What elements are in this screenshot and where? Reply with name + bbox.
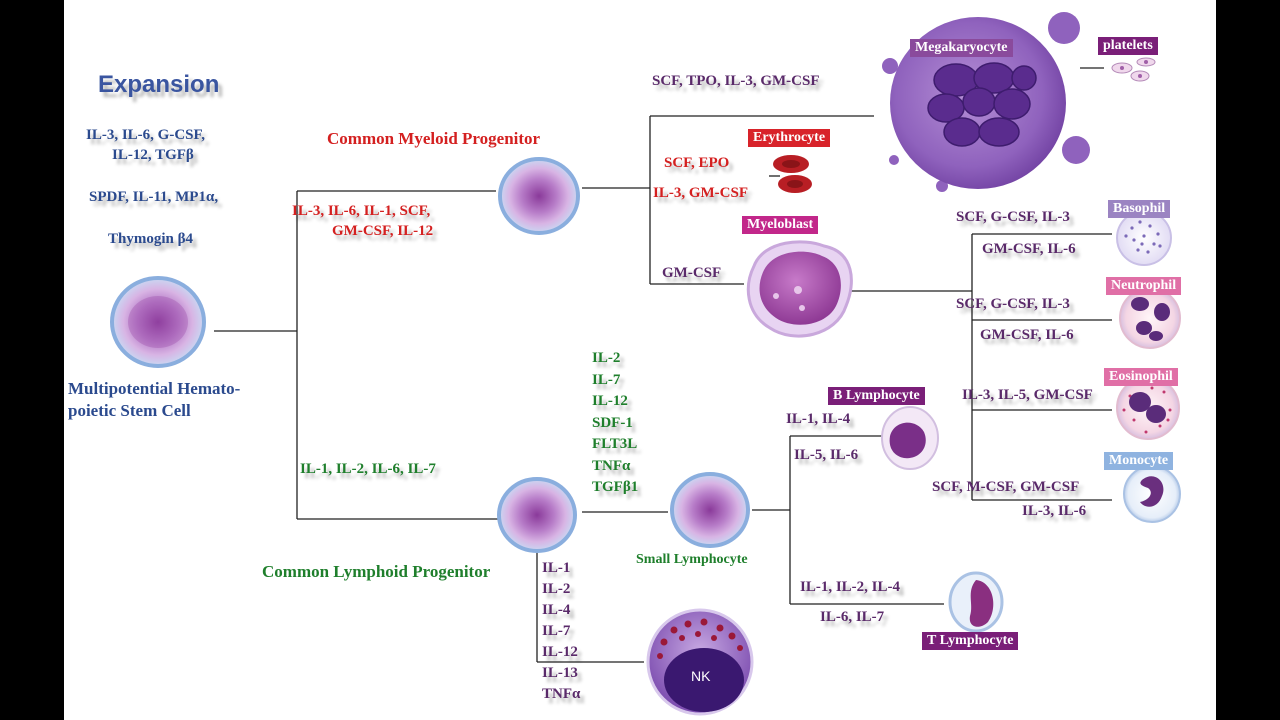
lymphoid-progenitor-title: Common Lymphoid Progenitor — [262, 562, 491, 581]
monocyte-cell — [1123, 465, 1181, 523]
hematopoiesis-diagram — [110, 12, 1181, 716]
basophil-label: Basophil — [1108, 200, 1171, 218]
nk-cell — [646, 608, 754, 716]
monocyte-factors-line1: SCF, M-CSF, GM-CSF — [932, 479, 1080, 495]
erythrocyte-cells — [773, 155, 812, 193]
eosinophil-label: Eosinophil — [1104, 368, 1178, 386]
myeloid-factors-line1: IL-3, IL-6, IL-1, SCF, — [292, 203, 431, 219]
small-lymphocyte-factor: FLT3L — [592, 436, 638, 452]
nk-factor: IL-7 — [542, 623, 571, 639]
small-lymphocyte-factor: IL-2 — [592, 350, 621, 366]
monocyte-factors-line2: IL-3, IL-6 — [1022, 503, 1087, 519]
small-lymphocyte-factor: IL-7 — [592, 371, 621, 388]
erythrocyte-label: Erythrocyte — [748, 129, 831, 147]
small-lymphocyte-factor: TNFα — [592, 457, 631, 474]
nk-factor: IL-4 — [542, 602, 571, 618]
myeloid-factors-line2: GM-CSF, IL-12 — [332, 223, 434, 239]
nk-factor: IL-13 — [542, 665, 578, 681]
small-lymphocyte-label: Small Lymphocyte — [636, 552, 748, 567]
monocyte-label: Monocyte — [1104, 452, 1174, 470]
stem-cell-label-line1: Multipotential Hemato- — [68, 379, 241, 398]
b-lymphocyte-factors-line2: IL-5, IL-6 — [794, 447, 859, 463]
b-lymphocyte-label: B Lymphocyte — [828, 387, 925, 405]
nk-factor: TNFα — [542, 686, 581, 702]
t-lymphocyte-factors-line1: IL-1, IL-2, IL-4 — [800, 579, 901, 595]
nk-factor: IL-1 — [542, 560, 571, 576]
diagram-canvas: Expansion IL-3, IL-6, G-CSF, IL-12, TGFβ… — [64, 0, 1216, 720]
megakaryocyte-cell — [882, 12, 1090, 192]
t-lymphocyte-factors-line2: IL-6, IL-7 — [820, 609, 885, 625]
basophil-factors-line2: GM-CSF, IL-6 — [982, 241, 1076, 257]
small-lymphocyte-factor-list: IL-2 IL-7 IL-12 SDF-1 FLT3L TNFα TGFβ1 — [592, 348, 638, 499]
t-lymphocyte-label: T Lymphocyte — [922, 632, 1019, 650]
connector-lines — [214, 67, 1112, 663]
expansion-factors-line3: SPDF, IL-11, MP1α, — [89, 189, 219, 205]
nk-factor: IL-2 — [542, 581, 571, 597]
eosinophil-factors: IL-3, IL-5, GM-CSF — [962, 387, 1093, 403]
nk-factor: IL-12 — [542, 644, 578, 660]
erythrocyte-factors-line1: SCF, EPO — [664, 155, 730, 171]
nk-label: NK — [691, 668, 711, 684]
b-lymphocyte-cell — [881, 406, 939, 470]
stem-cell-label-line2: poietic Stem Cell — [68, 401, 191, 420]
lymphoid-factors: IL-1, IL-2, IL-6, IL-7 — [300, 461, 436, 477]
expansion-title: Expansion — [98, 71, 220, 98]
t-lymphocyte-cell — [948, 571, 1004, 633]
stem-cell — [110, 276, 206, 368]
basophil-factors-line1: SCF, G-CSF, IL-3 — [956, 209, 1070, 225]
eosinophil-cell — [1116, 376, 1180, 440]
myeloblast-label: Myeloblast — [742, 216, 819, 234]
expansion-factors-line2: IL-12, TGFβ — [112, 147, 194, 163]
myeloblast-factors: GM-CSF — [662, 265, 722, 281]
platelets-label: platelets — [1098, 37, 1158, 55]
basophil-cell — [1116, 210, 1172, 266]
myeloblast-cell — [746, 240, 853, 338]
megakaryocyte-factors: SCF, TPO, IL-3, GM-CSF — [652, 73, 820, 89]
megakaryocyte-label: Megakaryocyte — [910, 39, 1013, 57]
nk-factor-list: IL-1 IL-2 IL-4 IL-7 IL-12 IL-13 TNFα — [542, 558, 580, 705]
neutrophil-label: Neutrophil — [1106, 277, 1182, 295]
expansion-factors-line1: IL-3, IL-6, G-CSF, — [86, 127, 206, 143]
neutrophil-factors-line1: SCF, G-CSF, IL-3 — [956, 296, 1070, 312]
myeloid-progenitor-title: Common Myeloid Progenitor — [327, 129, 541, 148]
expansion-factors-line4: Thymogin β4 — [108, 231, 194, 247]
small-lymphocyte-factor: IL-12 — [592, 393, 628, 409]
small-lymphocyte-factor: SDF-1 — [592, 414, 633, 431]
small-lymphocyte-cell — [670, 472, 750, 548]
lymphoid-progenitor-cell — [497, 477, 577, 553]
platelets-cells — [1111, 57, 1156, 82]
erythrocyte-factors-line2: IL-3, GM-CSF — [653, 185, 748, 201]
myeloid-progenitor-cell — [498, 157, 580, 235]
neutrophil-cell — [1119, 287, 1181, 349]
b-lymphocyte-factors-line1: IL-1, IL-4 — [786, 411, 851, 427]
small-lymphocyte-factor: TGFβ1 — [592, 479, 639, 495]
neutrophil-factors-line2: GM-CSF, IL-6 — [980, 327, 1074, 343]
